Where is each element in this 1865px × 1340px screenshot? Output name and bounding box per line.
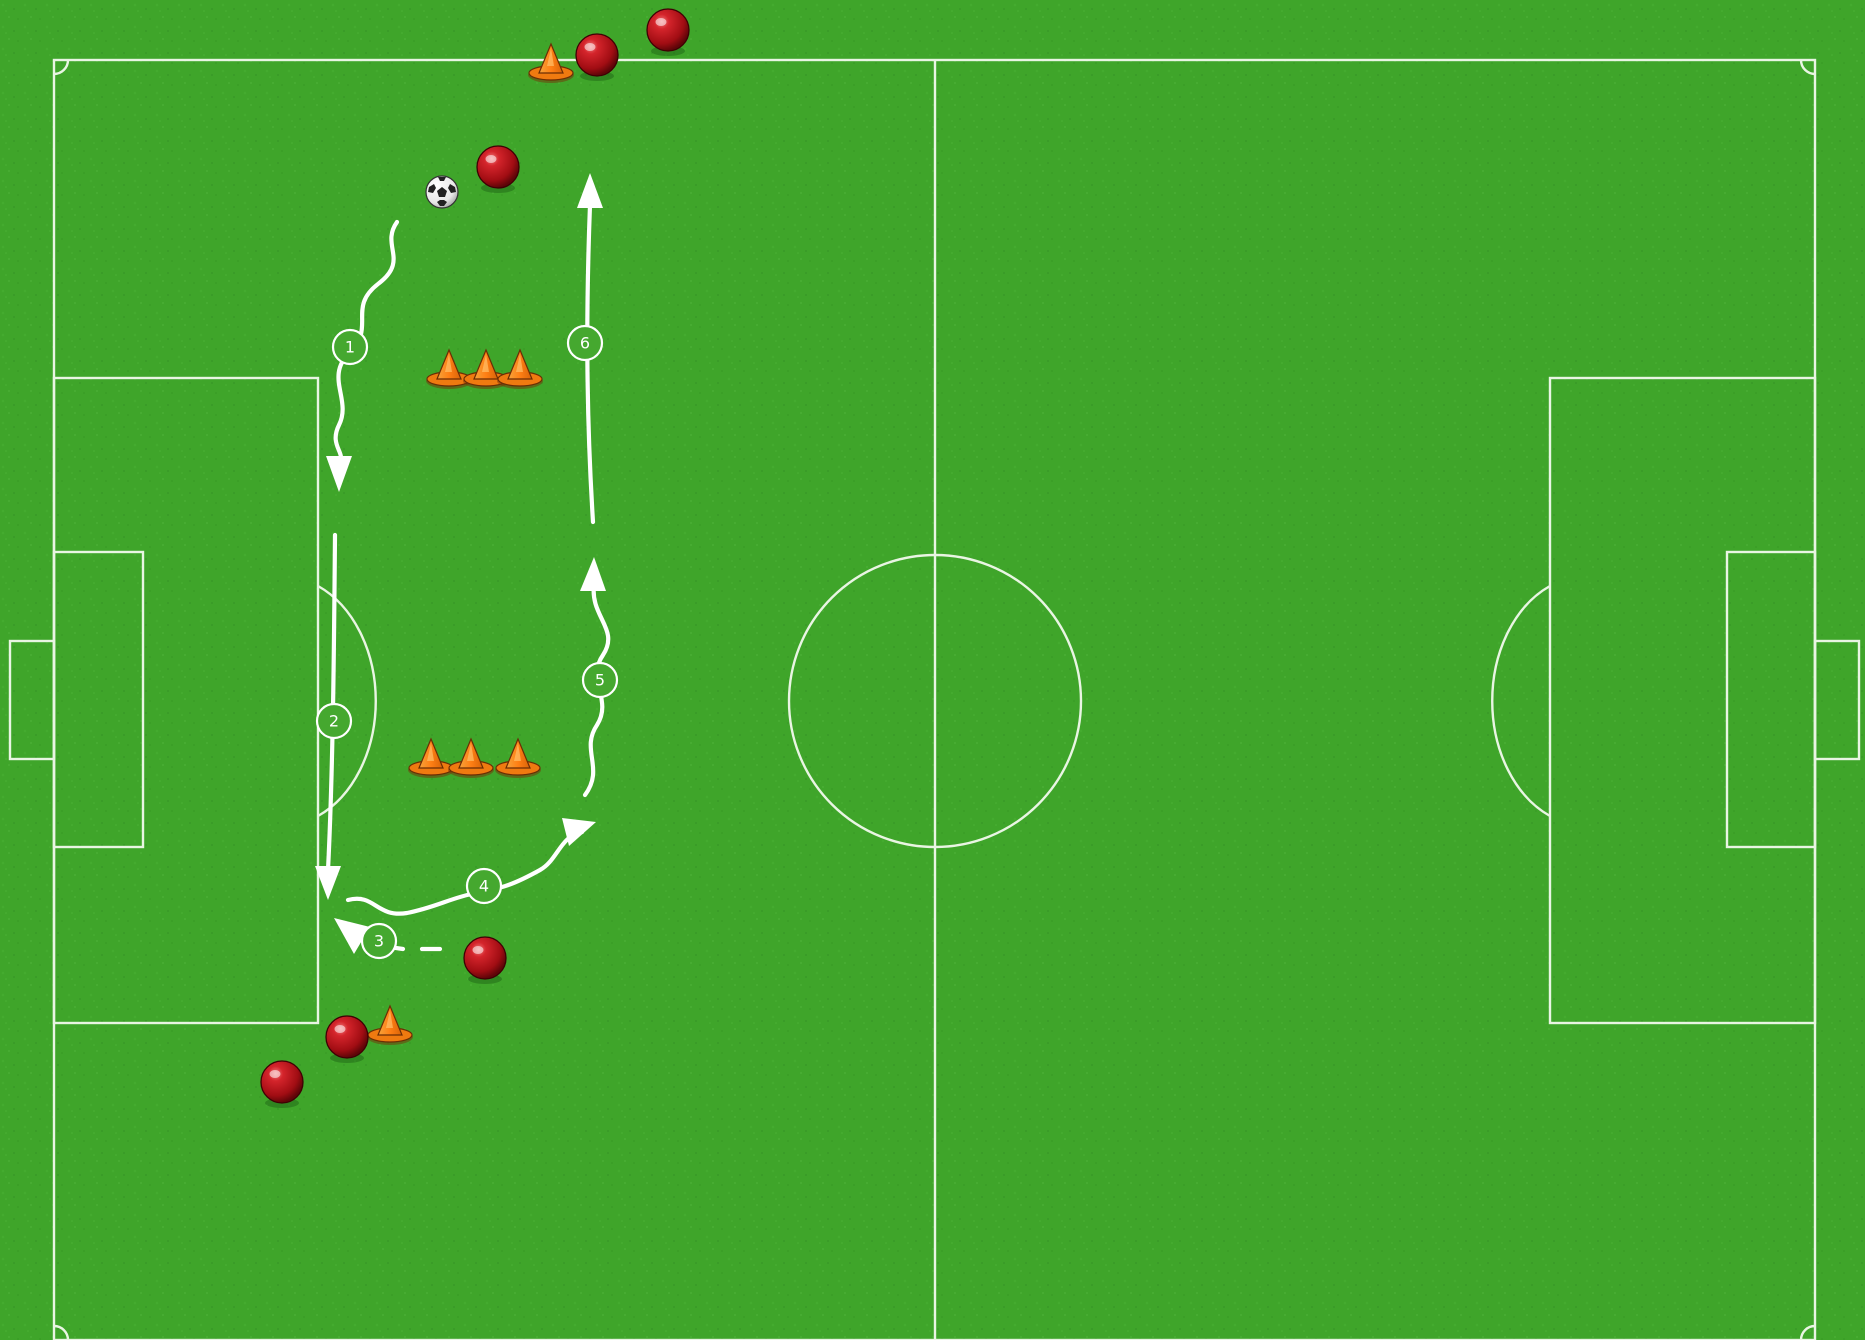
step-label-5: 5: [595, 671, 605, 690]
red-player-icon: [326, 1016, 368, 1063]
step-label-3: 3: [374, 932, 384, 951]
soccer-ball-icon: [426, 176, 458, 208]
red-player-icon: [647, 9, 689, 56]
red-player-icon: [464, 937, 506, 984]
step-marker-1: 1: [333, 330, 367, 364]
step-label-4: 4: [479, 877, 489, 896]
step-marker-4: 4: [467, 869, 501, 903]
red-player-icon: [477, 146, 519, 193]
red-player-icon: [261, 1061, 303, 1108]
step-marker-2: 2: [317, 704, 351, 738]
step-label-6: 6: [580, 334, 590, 353]
step-label-1: 1: [345, 338, 355, 357]
step-marker-6: 6: [568, 326, 602, 360]
step-marker-5: 5: [583, 663, 617, 697]
red-player-icon: [576, 34, 618, 81]
step-label-2: 2: [329, 712, 339, 731]
step-marker-3: 3: [362, 924, 396, 958]
